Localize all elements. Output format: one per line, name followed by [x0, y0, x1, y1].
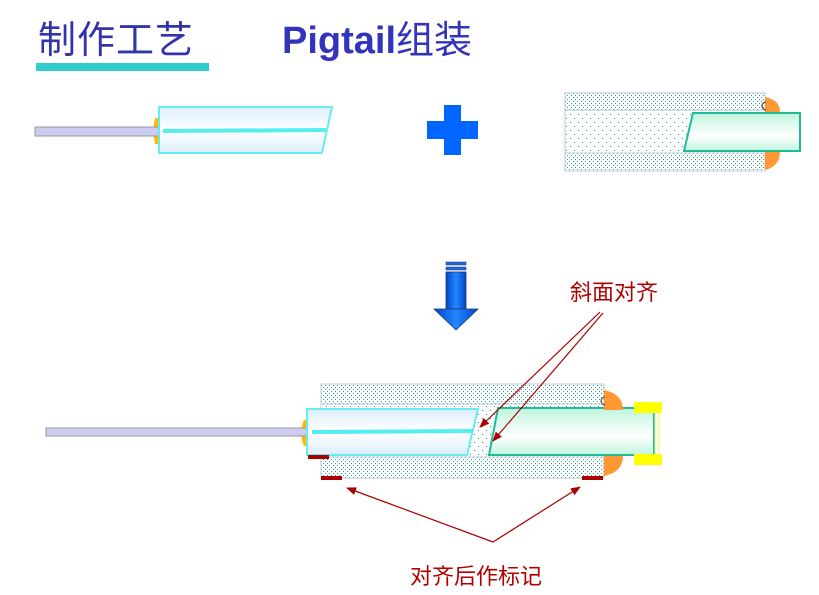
title-underline [36, 63, 209, 71]
sleeve-wall-bottom [320, 456, 605, 479]
grin-lens [682, 112, 801, 152]
mark-after-align-label: 对齐后作标记 [410, 565, 543, 590]
sleeve-wall-top [564, 92, 766, 111]
section-title: 制作工艺 [38, 18, 195, 62]
grin-lens [487, 407, 655, 456]
fiber-core [162, 128, 327, 133]
epoxy-top [604, 390, 623, 410]
cap-top [634, 402, 662, 413]
cap-window [654, 412, 660, 455]
fiber-core [311, 429, 474, 434]
plus-icon [427, 105, 478, 155]
alignment-mark [308, 455, 329, 459]
sleeve-wall-bottom [564, 152, 766, 172]
slide-title-latin: Pigtail [282, 20, 397, 62]
pigtail-ferrule-top [34, 106, 334, 154]
annotation-arrows-bevel [479, 311, 604, 442]
epoxy-top [765, 97, 780, 112]
fiber [45, 427, 315, 437]
sleeve-wall-top [320, 383, 605, 405]
epoxy-bottom [604, 456, 623, 476]
annotation-arrows-mark [346, 486, 581, 543]
slide-title-cn: 组装 [396, 18, 473, 62]
slide-title: Pigtail组装 [282, 16, 472, 65]
epoxy-bottom [765, 152, 780, 170]
cap-bottom [634, 454, 662, 465]
fiber [34, 126, 166, 137]
bevel-align-label: 斜面对齐 [570, 281, 659, 306]
alignment-mark [321, 476, 342, 480]
sleeve-lens-top [564, 92, 801, 172]
arrow-down-icon [433, 261, 479, 331]
alignment-mark [582, 476, 603, 480]
assembled-pigtail [45, 383, 662, 480]
